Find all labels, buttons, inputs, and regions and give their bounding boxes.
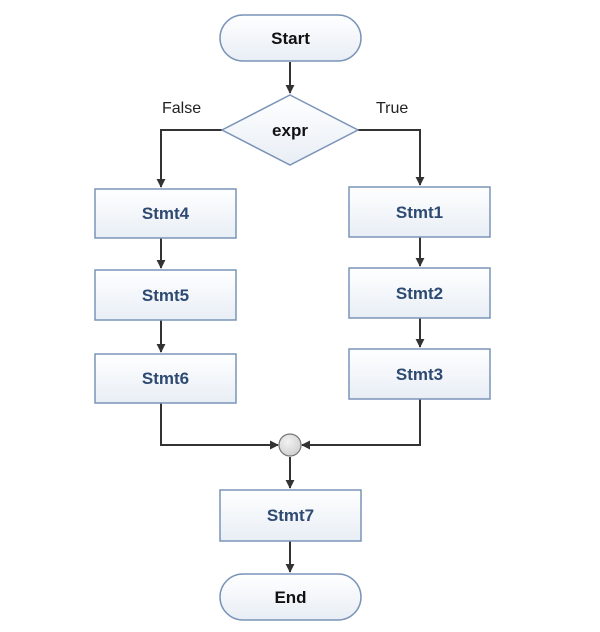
edge-label-false: False [162,100,201,117]
stmt1-node: Stmt1 [348,186,491,238]
stmt3-label: Stmt3 [396,365,443,384]
stmt5-label: Stmt5 [142,286,189,305]
decision-node: expr [220,94,360,166]
edge-decision-true-branch [358,129,425,186]
stmt7-node: Stmt7 [219,489,362,542]
edge-stmt3-to-junction [301,399,421,450]
end-label: End [274,588,306,607]
edge-stmt6-to-junction [160,403,279,450]
stmt5-node: Stmt5 [94,269,237,321]
start-label: Start [271,29,310,48]
end-node: End [219,573,362,621]
connectors [156,62,425,573]
edge-decision-false-branch [156,129,222,188]
start-node: Start [219,14,362,62]
decision-label: expr [272,121,308,140]
stmt4-node: Stmt4 [94,188,237,239]
stmt2-label: Stmt2 [396,284,443,303]
stmt1-label: Stmt1 [396,203,443,222]
stmt3-node: Stmt3 [348,348,491,400]
stmt7-label: Stmt7 [267,506,314,525]
stmt4-label: Stmt4 [142,204,190,223]
stmt2-node: Stmt2 [348,267,491,319]
edge-label-true: True [376,100,408,117]
junction-connector [278,433,302,457]
stmt6-label: Stmt6 [142,369,189,388]
stmt6-node: Stmt6 [94,353,237,404]
